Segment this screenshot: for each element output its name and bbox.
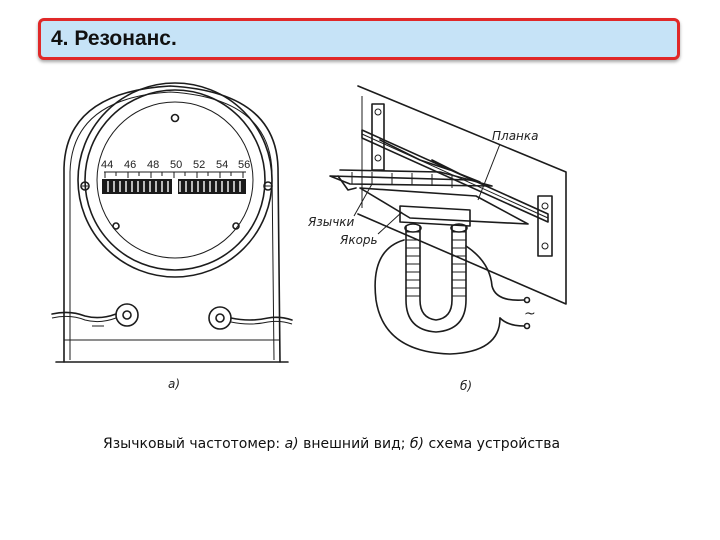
ac-terminal-lower xyxy=(523,322,531,330)
caption-b-mark: б) xyxy=(409,436,425,452)
scale-ticks xyxy=(104,171,246,178)
bezel-screw-icon xyxy=(80,113,273,230)
caption-b-text: схема устройства xyxy=(424,436,561,452)
lead-wire-left xyxy=(51,311,117,319)
meter-bezel-inner xyxy=(84,89,266,271)
ac-lead-lower xyxy=(499,317,525,327)
leader-reeds xyxy=(353,183,373,217)
slide-title-box: 4. Резонанс. xyxy=(38,18,680,60)
reed-tips xyxy=(107,181,241,192)
anchor-plate xyxy=(359,187,529,225)
slide-title: 4. Резонанс. xyxy=(51,27,177,50)
lead-wire-right xyxy=(230,316,293,321)
electromagnet-coil xyxy=(404,223,468,333)
scale-label-52: 52 xyxy=(193,159,205,171)
mounting-panel xyxy=(357,85,567,305)
meter-housing xyxy=(63,85,281,363)
ac-symbol: ~ xyxy=(524,306,536,322)
label-reeds: Язычки xyxy=(307,215,355,229)
sub-label-a-text: а) xyxy=(168,377,180,391)
ac-terminal-upper xyxy=(523,296,531,304)
ac-lead-upper xyxy=(465,245,525,302)
reed-comb xyxy=(329,169,493,191)
meter-dial xyxy=(96,101,254,259)
caption-a-text: внешний вид; xyxy=(298,436,410,452)
scale-labels: 44 46 48 50 52 54 56 xyxy=(101,159,250,171)
meter-external-view: 44 46 48 50 52 54 56 xyxy=(51,82,293,391)
scale-label-46: 46 xyxy=(124,159,136,171)
coil-wire-loop xyxy=(374,239,501,355)
figure-caption: Язычковый частотомер: а) внешний вид; б)… xyxy=(103,436,560,452)
scale-label-48: 48 xyxy=(147,159,159,171)
leader-anchor xyxy=(377,211,403,235)
right-bracket xyxy=(537,195,553,257)
scale-label-54: 54 xyxy=(216,159,228,171)
meter-device-scheme: ~ Планка Язычки Якорь б) xyxy=(307,85,567,393)
caption-a-mark: а) xyxy=(284,436,299,452)
sub-label-b: б) xyxy=(460,379,472,393)
resonant-reed xyxy=(172,179,178,194)
meter-bezel-outer xyxy=(77,82,273,278)
caption-prefix: Язычковый частотомер: xyxy=(103,436,285,452)
terminal-right-icon xyxy=(208,306,232,330)
label-plank: Планка xyxy=(492,129,539,143)
scale-label-56: 56 xyxy=(238,159,250,171)
top-bracket xyxy=(371,103,385,171)
label-anchor: Якорь xyxy=(339,233,378,247)
scale-label-44: 44 xyxy=(101,159,113,171)
scale-label-50: 50 xyxy=(170,159,182,171)
leader-plank xyxy=(477,143,501,201)
terminal-left-icon xyxy=(115,303,139,327)
